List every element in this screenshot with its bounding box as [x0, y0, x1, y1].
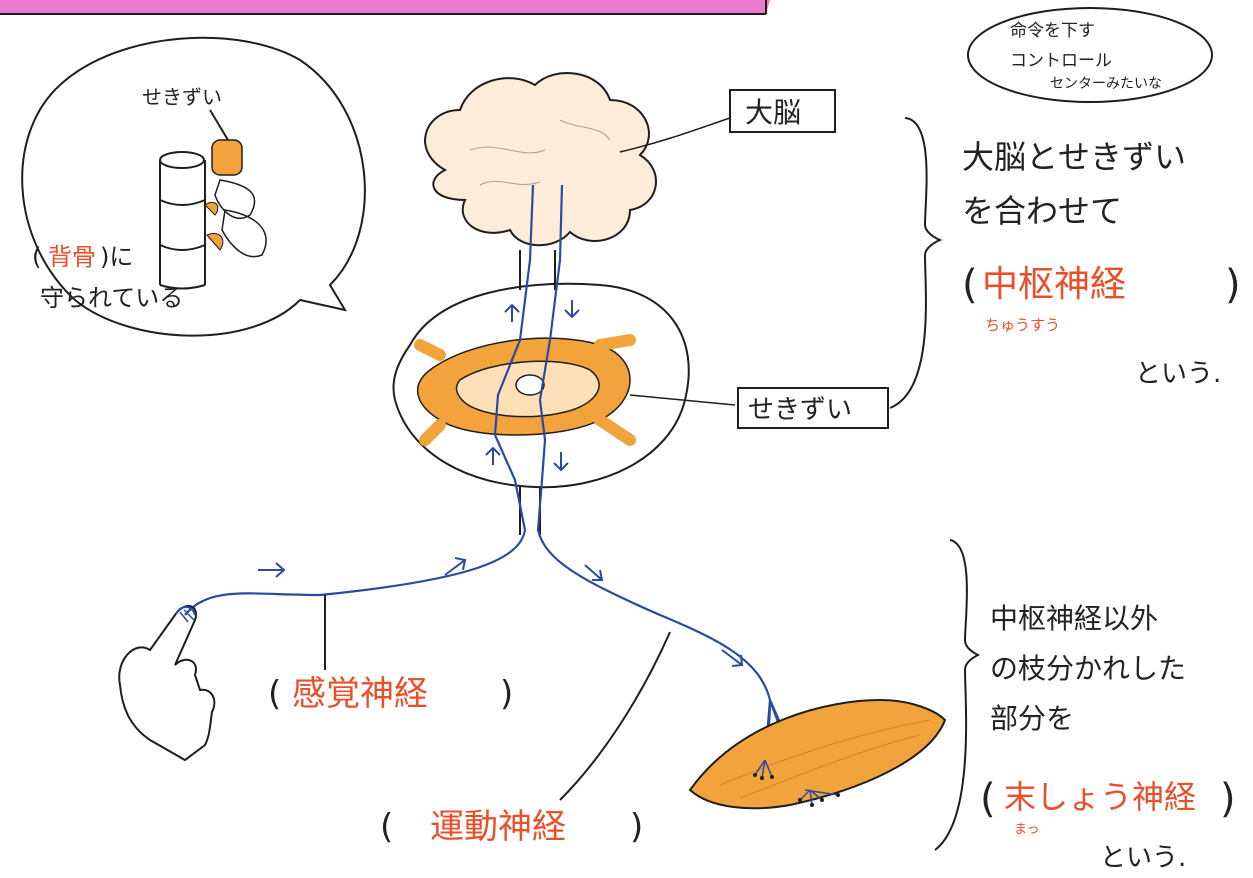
speech-bubble: せきずい ( 背骨 )に 守られている	[21, 36, 366, 337]
sensory-answer: 感覚神経	[292, 674, 428, 714]
sensory-open: (	[268, 674, 281, 714]
brain-icon	[424, 72, 657, 290]
central-line1: 大脳とせきずい	[962, 138, 1186, 176]
brain-label-group: 大脳	[619, 89, 836, 153]
motor-answer: 運動神経	[430, 807, 566, 847]
note-line3: センターみたいな	[1050, 76, 1162, 92]
brain-label: 大脳	[745, 96, 801, 129]
central-text: 大脳とせきずい を合わせて ( 中枢神経 ) ちゅうすう という.	[962, 138, 1241, 389]
banner	[0, 0, 770, 15]
backbone-open-paren: (	[32, 243, 41, 271]
motor-close: )	[630, 807, 643, 847]
peripheral-brace	[934, 539, 981, 851]
peripheral-line1: 中枢神経以外	[990, 602, 1158, 635]
peripheral-close: )	[1220, 776, 1236, 822]
backbone-close: )に	[100, 243, 133, 271]
motor-pointer	[559, 631, 671, 801]
muscle-icon	[688, 698, 947, 810]
central-reading: ちゅうすう	[985, 316, 1060, 334]
peripheral-line3: 部分を	[990, 702, 1074, 735]
peripheral-line2: の枝分かれした	[990, 652, 1186, 685]
central-line2: を合わせて	[962, 192, 1122, 230]
note-line1: 命令を下す	[1010, 21, 1095, 41]
peripheral-toiu: という.	[1100, 843, 1186, 873]
central-open: (	[962, 262, 978, 308]
central-toiu: という.	[1135, 359, 1221, 389]
central-brace	[889, 117, 943, 409]
central-answer: 中枢神経	[982, 264, 1126, 305]
spinal-label-group: せきずい	[629, 387, 889, 429]
sensory-label: ( 感覚神経 )	[268, 674, 513, 714]
central-close: )	[1225, 262, 1241, 308]
sensory-close: )	[500, 674, 513, 714]
spinal-cord-section	[392, 282, 690, 535]
spine-icon	[159, 139, 267, 290]
protected-text: 守られている	[40, 284, 183, 312]
bubble-spinal-label: せきずい	[142, 85, 222, 109]
note-line2: コントロール	[1010, 51, 1112, 71]
peripheral-reading: まっ	[1014, 822, 1039, 837]
peripheral-open: (	[980, 776, 996, 822]
backbone-answer: 背骨	[48, 243, 96, 271]
motor-open: (	[380, 807, 393, 847]
spinal-label: せきずい	[748, 395, 852, 425]
nerve-arrows	[258, 300, 744, 667]
control-center-note: 命令を下す コントロール センターみたいな	[967, 7, 1213, 103]
peripheral-text: 中枢神経以外 の枝分かれした 部分を ( 末しょう神経 ) まっ という.	[980, 602, 1236, 873]
hand-icon	[118, 605, 216, 762]
motor-label: ( 運動神経 )	[380, 807, 643, 847]
peripheral-answer: 末しょう神経	[1004, 778, 1196, 816]
